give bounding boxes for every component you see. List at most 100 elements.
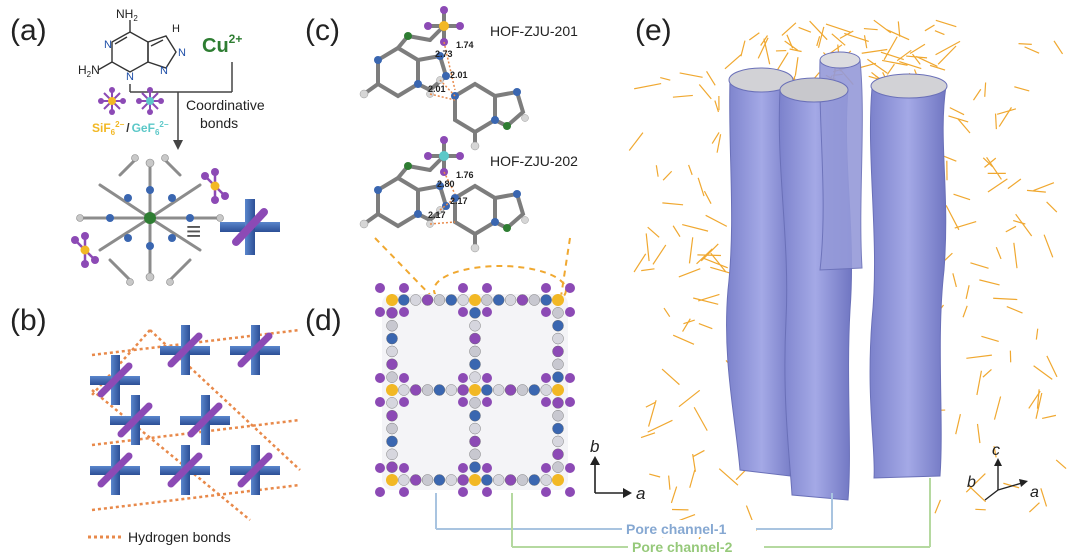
- framework-bond: [698, 178, 704, 196]
- framework-bond: [864, 35, 866, 48]
- framework-atom: [553, 436, 564, 447]
- framework-atom: [387, 410, 398, 421]
- framework-atom: [517, 295, 528, 306]
- cross-node-icon: [220, 199, 280, 255]
- framework-bond: [955, 222, 976, 229]
- panel-label-e: (e): [635, 14, 672, 47]
- framework-fluorine: [458, 373, 468, 383]
- framework-bond: [996, 247, 1001, 259]
- hbond-line: [92, 330, 150, 395]
- framework-fluorine: [541, 307, 551, 317]
- framework-bond: [810, 21, 828, 40]
- axis-a-arrow: [623, 488, 632, 498]
- framework-fluorine: [565, 373, 575, 383]
- framework-atom: [553, 423, 564, 434]
- framework-bond: [699, 84, 711, 98]
- framework-bond: [693, 450, 704, 456]
- framework-atom: [541, 295, 552, 306]
- framework-bond: [673, 95, 693, 97]
- framework-fluorine: [565, 463, 575, 473]
- framework-atom: [553, 449, 564, 460]
- framework-bond: [648, 420, 673, 432]
- framework-atom: [434, 385, 445, 396]
- framework-atom: [529, 295, 540, 306]
- framework-bond: [649, 474, 660, 477]
- framework-bond: [963, 306, 967, 317]
- framework-atom: [553, 397, 564, 408]
- framework-atom: [517, 385, 528, 396]
- framework-fluorine: [375, 397, 385, 407]
- framework-bond: [1019, 44, 1032, 45]
- framework-bond: [979, 280, 999, 285]
- n-label-1: N: [104, 39, 112, 51]
- hof-network-diagram: [90, 325, 300, 520]
- framework-bond: [1034, 366, 1053, 380]
- framework-bond: [1029, 503, 1039, 512]
- framework-bond: [925, 25, 935, 31]
- framework-bond: [704, 191, 711, 204]
- framework-bond: [954, 194, 971, 199]
- framework-atom: [410, 295, 421, 306]
- framework-fluorine: [399, 487, 409, 497]
- framework-fluorine: [399, 463, 409, 473]
- framework-atom: [553, 320, 564, 331]
- framework-bond: [956, 414, 961, 434]
- framework-bond: [719, 469, 738, 485]
- framework-bond: [948, 116, 968, 122]
- framework-fluorine: [541, 463, 551, 473]
- framework-bond: [1042, 415, 1056, 418]
- pore-channel-2-label: Pore channel-2: [632, 539, 733, 554]
- framework-bond: [764, 39, 770, 65]
- framework-atom: [458, 295, 469, 306]
- framework-bond: [693, 454, 696, 472]
- framework-bond: [795, 57, 798, 76]
- framework-atom: [387, 423, 398, 434]
- framework-atom: [493, 295, 504, 306]
- framework-bond: [935, 500, 940, 513]
- framework-bond: [707, 71, 716, 85]
- framework-atom: [398, 385, 409, 396]
- framework-bond: [874, 20, 891, 33]
- h-ring-label: H: [172, 23, 180, 35]
- framework-atom: [470, 410, 481, 421]
- framework-bond: [935, 31, 944, 35]
- framework-bond: [977, 424, 979, 443]
- framework-bond: [897, 50, 911, 60]
- framework-bond: [997, 109, 1016, 114]
- framework-atom: [398, 475, 409, 486]
- framework-bond: [641, 433, 655, 438]
- framework-bond: [912, 54, 920, 64]
- cross-node: [90, 445, 140, 495]
- framework-bond: [832, 34, 845, 46]
- framework-fluorine: [375, 463, 385, 473]
- framework-bond: [699, 324, 712, 329]
- framework-bond: [985, 83, 986, 97]
- framework-atom: [470, 449, 481, 460]
- framework-bond: [663, 171, 672, 180]
- framework-bond: [987, 157, 1002, 179]
- axes-d: [595, 463, 625, 493]
- framework-fluorine: [482, 487, 492, 497]
- framework-bond: [648, 227, 659, 237]
- framework-fluorine: [541, 373, 551, 383]
- framework-bond: [1054, 41, 1063, 54]
- framework-bond: [970, 263, 988, 268]
- framework-bond: [689, 237, 692, 263]
- framework-atom: [434, 475, 445, 486]
- framework-atom: [470, 359, 481, 370]
- framework-atom: [398, 295, 409, 306]
- framework-bond: [1041, 488, 1047, 506]
- framework-fluorine: [565, 397, 575, 407]
- framework-bond: [799, 27, 811, 32]
- framework-bond: [993, 298, 1017, 299]
- framework-bond: [988, 179, 1007, 192]
- framework-atom: [553, 333, 564, 344]
- hof-201-distance-2: 1.74: [456, 40, 474, 50]
- h2n-left-label: H2N: [78, 63, 100, 79]
- framework-node: [386, 474, 398, 486]
- hbond-line: [92, 485, 300, 510]
- framework-atom: [553, 410, 564, 421]
- hof-202-distance-4: 2.17: [428, 210, 446, 220]
